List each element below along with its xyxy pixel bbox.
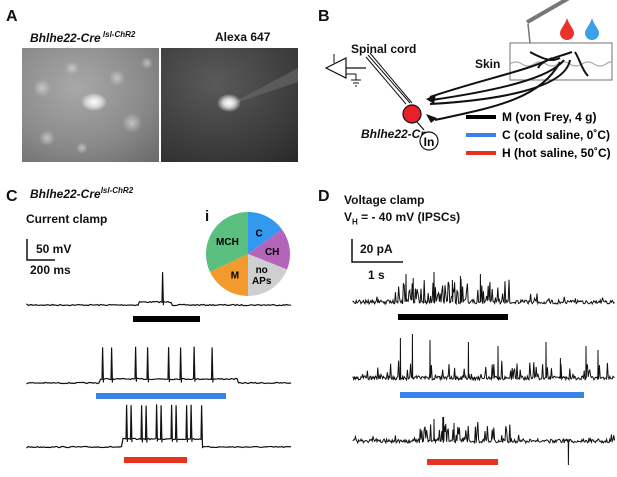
- panel-a-right-title: Alexa 647: [215, 30, 271, 44]
- panel-c-title: Bhlhe22-Crelsl-ChR2: [30, 186, 133, 201]
- pie-slice-1: [248, 229, 290, 270]
- micrograph-right-process: [227, 68, 298, 106]
- pie-slice-label-4: MCH: [216, 237, 239, 248]
- skin-label: Skin: [475, 57, 501, 71]
- panel-a-micrographs: [22, 48, 298, 162]
- current-clamp-trace-mechanical: [26, 272, 292, 307]
- pie-slice-0: [248, 212, 282, 254]
- skin-surface: [509, 61, 613, 67]
- panel-d-letter: D: [318, 188, 330, 205]
- pie-slice-label-0: C: [255, 228, 262, 239]
- panel-b-letter: B: [318, 8, 330, 25]
- cold-drop-icon: [585, 18, 599, 40]
- panel-c-title-main: Bhlhe22-Cre: [30, 187, 101, 201]
- pie-slice-2: [248, 254, 288, 296]
- panel-d-scale-time: 1 s: [368, 268, 385, 282]
- panel-c-scale-bar: [26, 239, 55, 261]
- vh-sub: H: [352, 217, 358, 227]
- micrograph-left-specks: [33, 57, 153, 154]
- panel-a-left-title: Bhlhe22-Cre lsl-ChR2: [30, 30, 135, 45]
- panel-c-title-sup: lsl-ChR2: [100, 186, 134, 195]
- bhlhe22-neuron: [402, 104, 422, 124]
- panel-c-scale-time: 200 ms: [30, 263, 71, 277]
- patch-electrode: [365, 52, 413, 105]
- interneuron: [419, 131, 439, 151]
- pie-slice-3: [209, 254, 248, 296]
- legend-swatch-m: [466, 115, 496, 119]
- vh-suffix: = - 40 mV (IPSCs): [357, 210, 461, 224]
- panel-d-traces: [351, 239, 616, 466]
- legend-label-m: M (von Frey, 4 g): [502, 110, 596, 124]
- micrograph-right-cell: [217, 94, 241, 112]
- legend-swatch-h: [466, 151, 496, 155]
- legend-swatch-c: [466, 133, 496, 137]
- ipsc-stim-bar-mechanical: [398, 314, 508, 320]
- voltage-clamp-trace-cold: [352, 333, 615, 382]
- current-clamp-trace-hot: [26, 404, 292, 449]
- ground-icon: [346, 73, 361, 87]
- hot-drop-icon: [560, 18, 574, 40]
- ipsc-stim-bar-hot: [427, 459, 498, 465]
- stimulus-legend: M (von Frey, 4 g) C (cold saline, 0˚C) H…: [466, 110, 611, 160]
- afferent-fibers: [429, 51, 589, 105]
- pie-panel-label: i: [205, 208, 210, 225]
- panel-c-letter: C: [6, 188, 18, 205]
- amplifier-symbol: [324, 57, 347, 79]
- micrograph-left-cell: [81, 93, 107, 111]
- panel-d-holding-potential: VH = - 40 mV (IPSCs): [344, 210, 460, 226]
- stim-bar-cold: [96, 393, 226, 399]
- panel-a-left-title-sup: lsl-ChR2: [100, 30, 136, 39]
- ipsc-stim-bar-cold: [400, 392, 584, 398]
- panel-c-scale-voltage: 50 mV: [36, 242, 72, 256]
- neuron-label: Bhlhe22-Cre: [361, 127, 432, 141]
- vh-prefix: V: [344, 210, 353, 224]
- spinal-cord-label: Spinal cord: [351, 42, 417, 56]
- pie-slice-label-1: CH: [265, 247, 279, 258]
- panel-d-mode: Voltage clamp: [344, 193, 425, 207]
- pie-slice-4: [206, 212, 248, 272]
- interneuron-label: In: [424, 135, 435, 149]
- pie-slice-label-3: M: [231, 271, 239, 282]
- skin-box: [509, 42, 613, 81]
- legend-label-c: C (cold saline, 0˚C): [502, 128, 610, 142]
- legend-label-h: H (hot saline, 50˚C): [502, 146, 611, 160]
- panel-c-mode: Current clamp: [26, 212, 108, 226]
- panel-a-left-title-main: Bhlhe22-Cre: [30, 31, 101, 45]
- current-clamp-trace-cold: [26, 346, 292, 385]
- panel-b-schematic: In M (von Frey, 4 g) C (cold saline, 0˚C…: [324, 0, 613, 160]
- stim-bar-mechanical: [133, 316, 200, 322]
- voltage-clamp-trace-mechanical: [352, 271, 615, 306]
- panel-d-scale-current: 20 pA: [360, 242, 393, 256]
- panel-d-scale-bar: [351, 239, 403, 263]
- stim-bar-hot: [124, 457, 187, 463]
- von-frey-filament-icon: [526, 0, 574, 24]
- panel-a-letter: A: [6, 8, 18, 25]
- voltage-clamp-trace-hot: [352, 416, 616, 466]
